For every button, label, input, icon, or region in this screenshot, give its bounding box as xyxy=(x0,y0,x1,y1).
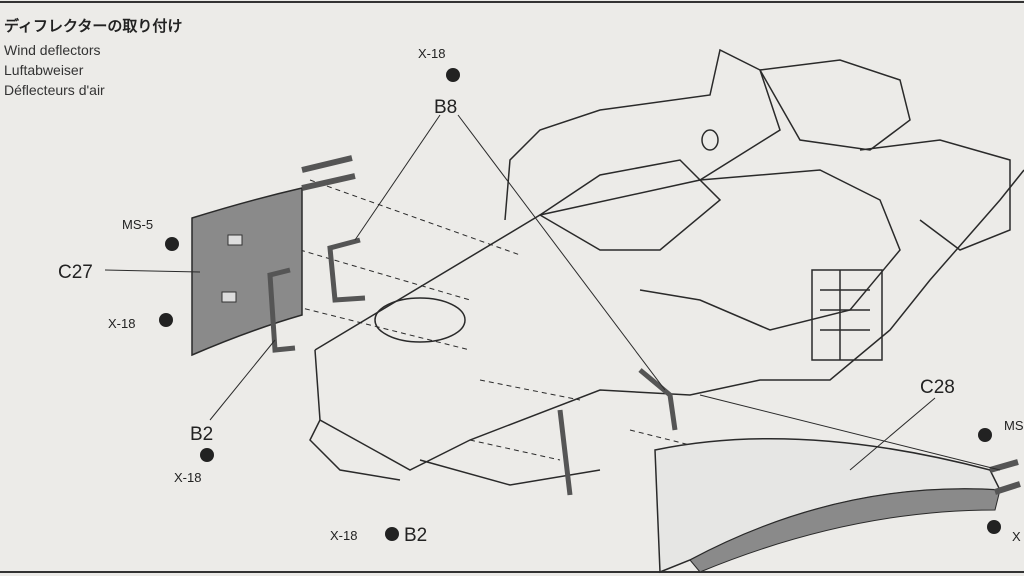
label-screw-right-bottom: X xyxy=(1012,529,1021,544)
part-b8-bracket xyxy=(327,237,366,303)
screw-icon xyxy=(200,448,214,462)
label-screw-bottom: X-18 xyxy=(330,528,357,543)
label-part-c27: C27 xyxy=(58,262,93,283)
leader-lines xyxy=(104,114,1001,471)
title-french: Déflecteurs d'air xyxy=(4,82,105,98)
label-screw-b2-left: X-18 xyxy=(174,470,201,485)
label-screw-left: X-18 xyxy=(108,316,135,331)
car-body xyxy=(309,48,1024,486)
title-german: Luftabweiser xyxy=(4,62,84,78)
title-english: Wind deflectors xyxy=(4,42,101,58)
label-screw-top: X-18 xyxy=(418,46,445,61)
label-screw-right-top: MS xyxy=(1004,418,1024,433)
car-radiator xyxy=(811,269,883,361)
assembly-guides xyxy=(269,179,831,481)
c27-slot xyxy=(221,291,237,303)
label-part-b2-left: B2 xyxy=(190,424,213,445)
screw-icon xyxy=(978,428,992,442)
screw-icon xyxy=(159,313,173,327)
label-screw-ms5: MS-5 xyxy=(122,217,153,232)
screw-icon xyxy=(446,68,460,82)
label-part-b8: B8 xyxy=(434,97,457,118)
screw-icon xyxy=(165,237,179,251)
label-part-b2-bottom: B2 xyxy=(404,525,427,546)
screw-icon xyxy=(385,527,399,541)
c27-slot xyxy=(227,234,243,246)
screw-icons xyxy=(159,68,1001,541)
part-b2-bracket xyxy=(267,267,296,353)
title-japanese: ディフレクターの取り付け xyxy=(4,17,183,35)
c28-lower-panel xyxy=(689,488,1001,573)
label-part-c28: C28 xyxy=(920,377,955,398)
screw-icon xyxy=(987,520,1001,534)
part-b2-bracket xyxy=(557,368,678,496)
c27-tabs xyxy=(301,155,356,191)
